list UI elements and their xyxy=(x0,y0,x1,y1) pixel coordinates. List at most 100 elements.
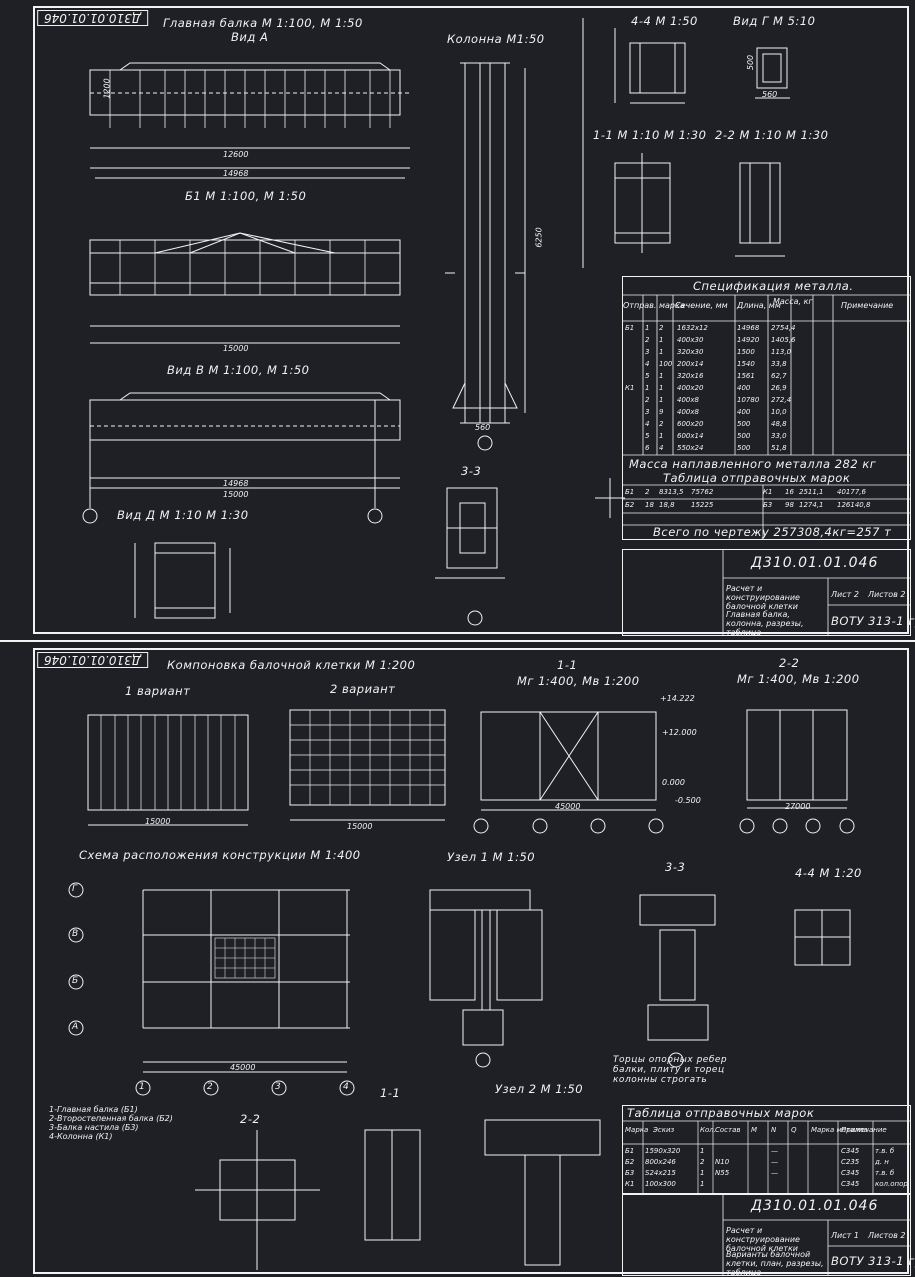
view-g xyxy=(755,47,790,99)
title-block: Д310.01.01.046 Расчет и конструирование … xyxy=(622,549,915,637)
legend-item-4: 4-Колонна (К1) xyxy=(49,1132,113,1141)
axis-number: 4 xyxy=(343,1082,349,1092)
ship1-cell: 1274,1 xyxy=(799,501,824,509)
ship2-cell: С345 xyxy=(841,1169,860,1177)
title-section-4-4: 4-4 М 1:20 xyxy=(795,866,862,880)
spec-cell: 113,0 xyxy=(771,348,792,356)
title-block-2: Д310.01.01.046 Расчет и конструирование … xyxy=(622,1193,915,1277)
spec-table: Спецификация металла. Отправ. марка Сече… xyxy=(622,276,911,540)
spec-cell: 1 xyxy=(659,396,664,404)
ship1-cell: 98 xyxy=(785,501,794,509)
ship2-cell: — xyxy=(771,1147,778,1155)
axis-number: 3 xyxy=(275,1082,281,1092)
level-under: -0.500 xyxy=(675,796,701,805)
spec-cell: 4 xyxy=(659,444,664,452)
stamp-sheets: Листов 2 xyxy=(868,590,906,599)
spec-cell: 1540 xyxy=(737,360,755,368)
dim-section-total: 45000 xyxy=(555,802,581,811)
spec-cell: 200х14 xyxy=(677,360,704,368)
scale-section-2-2: Мг 1:400, Мв 1:200 xyxy=(737,672,860,686)
stamp-name-2: Главная балка, колонна, разрезы, таблица xyxy=(726,610,804,637)
fabrication-note: Торцы опорных ребер балки, плиту и торец… xyxy=(613,1055,728,1085)
stamp2-sheets: Листов 2 xyxy=(868,1231,906,1240)
ship1-cell: Б1 xyxy=(625,488,635,496)
ship2-cell: кол.опор xyxy=(875,1180,908,1188)
spec-cell: 600х20 xyxy=(677,420,704,428)
spec-col-section: Сечение, мм xyxy=(675,301,728,310)
ship2-header-cell: Q xyxy=(791,1126,797,1134)
ship2-cell: 800х246 xyxy=(645,1158,676,1166)
section-1-1-b xyxy=(364,1129,421,1241)
spec-cell: 4 xyxy=(645,420,650,428)
spec-cell: 500 xyxy=(737,444,751,452)
ship2-cell: Б1 xyxy=(625,1147,635,1155)
spec-cell: 2754,4 xyxy=(771,324,796,332)
spec-cell: 2 xyxy=(659,324,664,332)
ship2-cell: С345 xyxy=(841,1147,860,1155)
dim-scheme-total: 45000 xyxy=(230,1063,256,1072)
title-view-v: Вид В М 1:100, М 1:50 xyxy=(167,363,310,377)
title-layout: Компоновка балочной клетки М 1:200 xyxy=(167,658,416,672)
ship2-cell: Б2 xyxy=(625,1158,635,1166)
spec-cell: 400х20 xyxy=(677,384,704,392)
sheet1-drawing xyxy=(82,18,790,626)
spec-cell: 400х30 xyxy=(677,336,704,344)
sheet-separator xyxy=(0,640,915,642)
beam-b1-plan xyxy=(89,232,401,344)
dim-span: 12600 xyxy=(223,150,249,159)
stamp2-name-2: Варианты балочной клетки, план, разрезы,… xyxy=(726,1250,824,1277)
title-node-2: Узел 2 М 1:50 xyxy=(495,1082,584,1096)
ship-title: Таблица отправочных марок xyxy=(663,471,851,485)
level-zero: 0.000 xyxy=(662,778,685,787)
section-2-2-frame xyxy=(739,709,855,834)
ship1-cell: 18,8 xyxy=(659,501,675,509)
spec-cell: 48,8 xyxy=(771,420,787,428)
ship2-header-cell: Кол. xyxy=(700,1126,716,1134)
spec-col-mass: Масса, кг xyxy=(773,297,813,306)
axis-letter: В xyxy=(72,929,79,939)
spec-cell: 320х30 xyxy=(677,348,704,356)
spec-cell: 400 xyxy=(737,408,751,416)
spec-total: Всего по чертежу 257308,4кг=257 т xyxy=(653,525,892,539)
node-1 xyxy=(429,889,543,1068)
dim-var2-total: 15000 xyxy=(347,822,373,831)
section-1-1 xyxy=(614,153,671,253)
ship2-cell: Б3 xyxy=(625,1169,635,1177)
ship2-cell: 100х300 xyxy=(645,1180,676,1188)
stamp2-org: ВОТУ 313-1 гр. xyxy=(831,1254,915,1268)
structure-scheme xyxy=(68,882,355,1096)
level-mid: +12.000 xyxy=(662,728,697,737)
spec-cell: 1 xyxy=(659,372,664,380)
spec-cell: 1405,6 xyxy=(771,336,796,344)
axis-number: 2 xyxy=(207,1082,213,1092)
spec-cell: 1632х12 xyxy=(677,324,708,332)
spec-cell: 1 xyxy=(645,384,650,392)
title-view-g: Вид Г М 5:10 xyxy=(733,14,816,28)
title-variant-2: 2 вариант xyxy=(330,682,396,696)
stamp2-sheet: Лист 1 xyxy=(831,1231,859,1240)
spec-cell: 10780 xyxy=(737,396,760,404)
spec-cell: 100 xyxy=(659,360,673,368)
section-3-3 xyxy=(435,487,505,626)
title-section-3-3: 3-3 xyxy=(665,860,686,874)
node-2 xyxy=(484,1119,601,1266)
dim-total-3: 14968 xyxy=(223,479,249,488)
level-top: +14.222 xyxy=(660,694,695,703)
spec-col-mark: Отправ. марка xyxy=(623,301,685,310)
spec-cell: 1 xyxy=(659,348,664,356)
stamp2-code: Д310.01.01.046 xyxy=(751,1198,879,1214)
spec-cell: 14968 xyxy=(737,324,760,332)
variant-2-plan xyxy=(289,709,446,821)
spec-cell: 6 xyxy=(645,444,650,452)
ship1-cell: 75762 xyxy=(691,488,714,496)
spec-cell: 4 xyxy=(645,360,650,368)
spec-cell: 1 xyxy=(659,336,664,344)
dim-total-1: 14968 xyxy=(223,169,249,178)
legend-item-1: 1-Главная балка (Б1) xyxy=(49,1105,138,1114)
view-d xyxy=(134,542,231,619)
spec-cell: 2 xyxy=(645,336,650,344)
title-b1: Б1 М 1:100, М 1:50 xyxy=(185,189,307,203)
title-section-2-2: 2-2 xyxy=(779,656,800,670)
dim-total-4: 15000 xyxy=(223,490,249,499)
ship2-cell: N10 xyxy=(715,1158,730,1166)
